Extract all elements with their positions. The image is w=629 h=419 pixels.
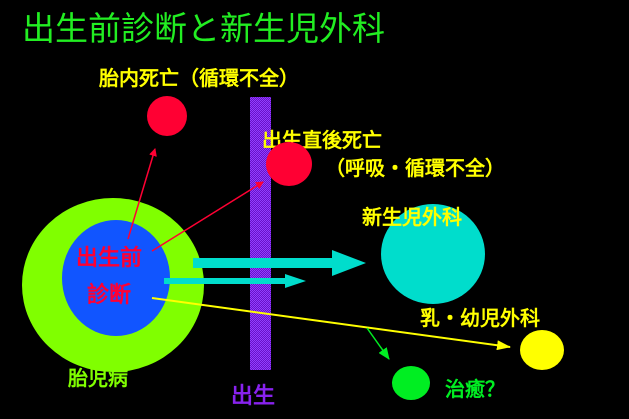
cure-node (392, 366, 430, 400)
arrow-to-neonatal-surgery (193, 250, 366, 276)
neonatal-death-cause-label: （呼吸・循環不全） (325, 156, 505, 180)
diagnosis-label: 診断 (87, 282, 131, 308)
pediatric-surgery-node (520, 330, 564, 370)
slide-title: 出生前診断と新生児外科 (22, 9, 385, 48)
arrow-to-pediatric-surgery (151, 297, 511, 351)
prenatal-label: 出生前 (76, 245, 142, 271)
arrow-small-cyan (164, 274, 306, 288)
arrow-to-neonatal-death (151, 181, 264, 252)
cure-label: 治癒？ (445, 377, 505, 401)
fetal-disease-label: 胎児病 (67, 366, 128, 390)
pediatric-surgery-label: 乳・幼児外科 (420, 306, 540, 330)
arrow-to-cure (366, 327, 390, 360)
intrauterine-death-node (147, 96, 187, 136)
arrow-to-intrauterine-death (127, 148, 157, 240)
birth-label: 出生 (231, 384, 275, 409)
intrauterine-death-label: 胎内死亡（循環不全） (98, 66, 299, 90)
birth-divider-bar (250, 97, 271, 370)
neonatal-death-node (266, 142, 312, 186)
neonatal-surgery-label: 新生児外科 (362, 205, 462, 229)
prenatal-diagnosis-circle (62, 220, 170, 336)
neonatal-surgery-node (381, 204, 485, 304)
